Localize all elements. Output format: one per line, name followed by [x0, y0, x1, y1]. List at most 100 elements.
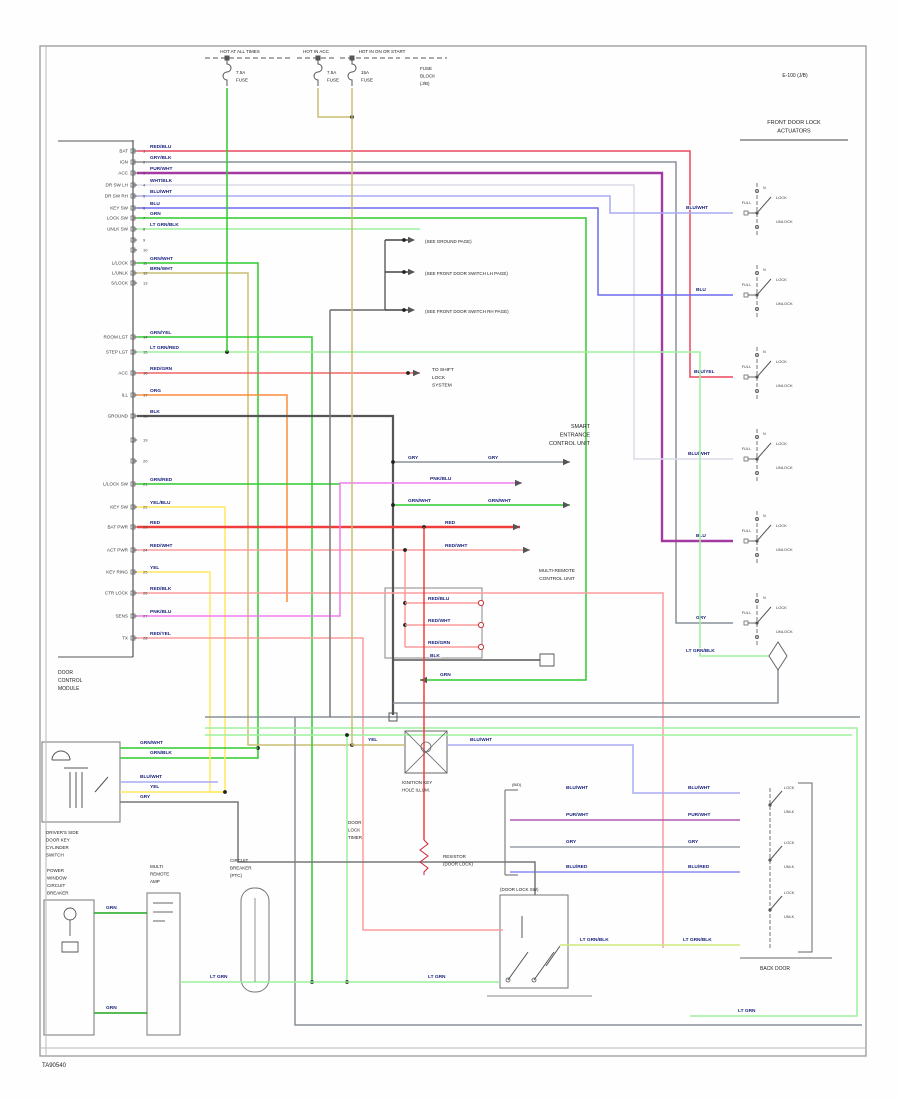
pin-18-label: GROUND [108, 414, 129, 419]
actuator-6-pivot [755, 621, 759, 625]
pin-2-terminal [130, 159, 136, 165]
ctrlock-wire [137, 592, 664, 948]
llocksw-wire-label-0: GRN/RED [150, 477, 173, 483]
actuator-1-contact-a [755, 188, 760, 193]
fuse-2-tap [315, 55, 321, 61]
actuator-2-full-label: FULL [742, 283, 751, 287]
actpwr-wire-arrow [523, 546, 530, 554]
actuator-4-n-label: N [763, 432, 766, 436]
fuse-2-rating-line-1: 7.5A [327, 70, 336, 75]
actuator-6-contact-a [755, 599, 760, 604]
feed-1-label-0: RED/BLU [428, 596, 450, 602]
batpwr-wire-label-1: RED [445, 520, 456, 526]
remote-amp-label-line-1: MULTI [150, 864, 163, 869]
illum-label-line-2: HOLE ILLUM. [402, 788, 430, 793]
actuator-3-n-label: N [763, 350, 766, 354]
actuator-1-n-label: N [763, 186, 766, 190]
pin-21-number: 21 [143, 482, 148, 487]
tx-wire-label-0: RED/YEL [150, 631, 171, 637]
bd-wire-2-label-1: PUR/WHT [688, 812, 710, 818]
feed-3-label-0: RED/GRN [428, 640, 451, 646]
fuse3-wire-label-0: YEL [368, 737, 377, 743]
bd-wire-5-label-0: LT GRN/BLK [580, 937, 609, 943]
pin-12-terminal [130, 270, 136, 276]
back-door-pivot-2 [768, 858, 772, 862]
pin-26-number: 26 [143, 591, 148, 596]
keyring-wire-label-0: YEL [150, 565, 159, 571]
llock-wire-label-0: GRN/WHT [150, 256, 173, 262]
breaker-label-line-4: BREAKER [47, 891, 69, 896]
pin-27-label: SENS [115, 614, 128, 619]
pin-17-terminal [130, 392, 136, 398]
resistor-label-line-2: (DOOR LOCK) [443, 862, 474, 867]
shiftlock-wire-junction-0 [406, 371, 410, 375]
ground-wire-label-0: BLK [150, 409, 160, 415]
pin-6-number: 6 [143, 206, 146, 211]
actuator-6-lever [756, 606, 772, 624]
pin-19-number: 19 [143, 438, 148, 443]
ill-wire-label-0: ORG [150, 388, 161, 394]
fuse-3-icon [347, 58, 357, 86]
door-sw-box [499, 894, 569, 989]
feed-2-label-0: RED/WHT [428, 618, 450, 624]
back-door-pivot-1 [768, 803, 772, 807]
actuator-6-contact-b [755, 635, 760, 640]
gry-low-wire [393, 668, 779, 704]
sens-wire-arrow [515, 479, 522, 487]
door-control-label-line-2: CONTROL [58, 678, 83, 684]
right-header-label-line-2: ACTUATORS [777, 129, 811, 135]
timer-label-line-2: LOCK [348, 828, 360, 833]
door-sw-dots-icon [505, 977, 537, 983]
bd-wire-5-label-1: LT GRN/BLK [683, 937, 712, 943]
keysw2-wire [120, 506, 226, 793]
pin-9-number: 9 [143, 238, 146, 243]
locksw-wire-label-0: GRN [150, 211, 161, 217]
actuator-3-terminal [743, 374, 749, 380]
actuator-2-contact-b [755, 306, 760, 311]
feed-1-connector-0 [477, 599, 485, 607]
pin-19-terminal [130, 437, 136, 443]
back-door-lock-label-1: LOCK [784, 786, 795, 790]
see-1-arrow [408, 236, 415, 244]
tx-wire [137, 637, 503, 931]
door-control-label-line-3: MODULE [58, 686, 80, 692]
timer-label-line-3: TIMER [348, 835, 363, 840]
fuse-2-icon [313, 58, 323, 86]
ptc-capsule [240, 887, 270, 993]
pin-6-label: KEY SW [110, 206, 128, 211]
breaker-grn-2-label-0: GRN [106, 1005, 117, 1011]
drsw-rh-wire [137, 195, 733, 214]
pin-21-terminal [130, 481, 136, 487]
feed-2-connector-0 [477, 621, 485, 629]
keysw2-wire-label-1: YEL [150, 784, 159, 790]
junction-box-label-line-2: CONTROL UNIT [539, 576, 575, 582]
ill-wire [137, 394, 288, 602]
smj-connector-icon [388, 712, 398, 722]
blk-end-icon [539, 653, 555, 667]
actuator-3-unlock-label: UNLOCK [776, 383, 793, 388]
actuator-5-unlock-label: UNLOCK [776, 547, 793, 552]
pin-18-number: 18 [143, 414, 148, 419]
pin-2-label: IGN [120, 160, 128, 165]
actuator-1-contact-b [755, 224, 760, 229]
actuator-4-pivot [755, 457, 759, 461]
junction-ref-label: E-100 (J/B) [782, 73, 808, 79]
actuator-3-pivot [755, 375, 759, 379]
back-door-lever-2 [769, 845, 783, 861]
sens-wire-label-0: PNK/BLU [150, 609, 172, 615]
shift-lock-note-line-3: SYSTEM [432, 383, 452, 389]
pin-13-label: S/LOCK [111, 281, 129, 286]
ltgrn-v347-junction-0 [345, 733, 349, 737]
shiftlock-wire-label-0: RED/GRN [150, 366, 173, 372]
pin-16-number: 16 [143, 371, 148, 376]
actuator-4-contact-a [755, 434, 760, 439]
keyring-wire [137, 571, 225, 793]
actuator-4-unlock-label: UNLOCK [776, 465, 793, 470]
pin-6-terminal [130, 205, 136, 211]
right-header-label-line-1: FRONT DOOR LOCK [767, 120, 821, 126]
kc-gry-wire-label-0: GRY [140, 794, 151, 800]
page-code: TA90540 [42, 1063, 67, 1069]
sens-wire [137, 482, 522, 617]
door-sw-label: (DOOR LOCK SW) [500, 887, 539, 892]
